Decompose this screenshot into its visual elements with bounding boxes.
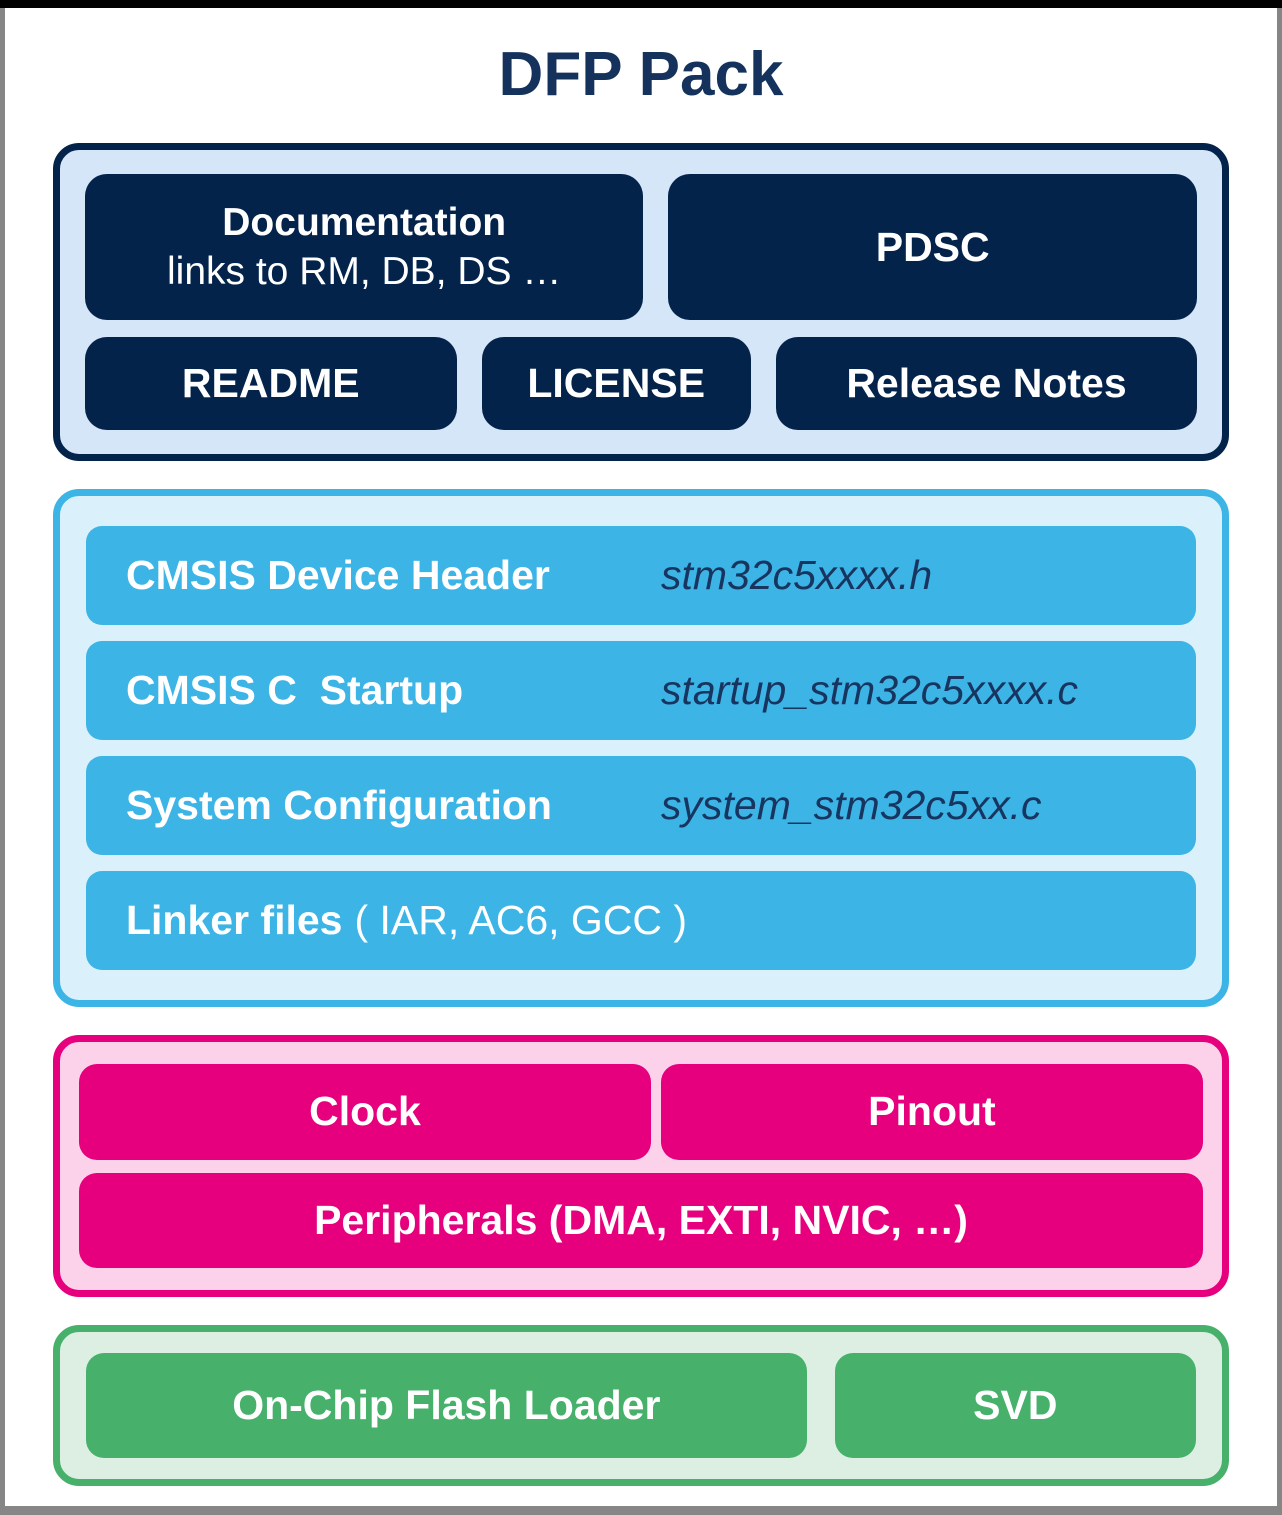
release-notes-label: Release Notes [846, 360, 1127, 406]
top-black-bar [0, 0, 1282, 8]
peripherals-label: Peripherals (DMA, EXTI, NVIC, …) [314, 1196, 968, 1243]
section-cmsis: CMSIS Device Header stm32c5xxxx.h CMSIS … [53, 489, 1229, 1007]
cmsis-row-label: CMSIS Device Header [126, 552, 550, 598]
cmsis-row-filename: system_stm32c5xx.c [661, 782, 1042, 828]
svd-label: SVD [973, 1382, 1058, 1428]
box-peripherals: Peripherals (DMA, EXTI, NVIC, …) [79, 1172, 1203, 1268]
documentation-sublabel: links to RM, DB, DS … [166, 250, 562, 293]
documentation-label: Documentation [222, 201, 507, 244]
box-pdsc: PDSC [668, 174, 1197, 320]
box-readme: README [85, 337, 457, 430]
tools-row: On-Chip Flash Loader SVD [86, 1353, 1196, 1458]
cmsis-row-label: Linker files [126, 897, 343, 943]
cmsis-row-filename: stm32c5xxxx.h [661, 552, 933, 598]
box-pinout: Pinout [660, 1064, 1203, 1160]
diagram-content: DFP Pack Documentation links to RM, DB, … [53, 0, 1229, 1486]
cmsis-row-label: CMSIS C Startup [126, 667, 464, 713]
cmsis-row-toolchains: ( IAR, AC6, GCC ) [354, 897, 688, 943]
box-documentation: Documentation links to RM, DB, DS … [85, 174, 644, 320]
section-documentation: Documentation links to RM, DB, DS … PDSC… [53, 143, 1229, 461]
license-label: LICENSE [527, 360, 706, 406]
pdsc-label: PDSC [875, 223, 990, 270]
cmsis-row-device-header: CMSIS Device Header stm32c5xxxx.h [86, 526, 1196, 625]
clock-label: Clock [309, 1088, 421, 1135]
box-license: LICENSE [481, 337, 751, 430]
cmsis-row-system-config: System Configuration system_stm32c5xx.c [86, 756, 1196, 855]
section-config: Clock Pinout Peripherals (DMA, EXTI, NVI… [53, 1035, 1229, 1297]
box-flash-loader: On-Chip Flash Loader [86, 1353, 807, 1458]
box-svd: SVD [834, 1353, 1196, 1458]
pinout-label: Pinout [868, 1088, 996, 1135]
cmsis-row-label: System Configuration [126, 782, 552, 828]
config-row-2: Peripherals (DMA, EXTI, NVIC, …) [79, 1172, 1203, 1268]
flash-loader-label: On-Chip Flash Loader [232, 1382, 661, 1428]
page-title: DFP Pack [498, 40, 784, 109]
config-row-1: Clock Pinout [79, 1064, 1203, 1160]
box-clock: Clock [79, 1064, 651, 1160]
readme-label: README [181, 360, 360, 406]
documentation-row-1: Documentation links to RM, DB, DS … PDSC [85, 174, 1197, 320]
box-release-notes: Release Notes [775, 337, 1197, 430]
cmsis-row-filename: startup_stm32c5xxxx.c [661, 667, 1078, 713]
section-tools: On-Chip Flash Loader SVD [53, 1325, 1229, 1486]
documentation-row-2: README LICENSE Release Notes [85, 337, 1197, 430]
cmsis-row-linker-files: Linker files ( IAR, AC6, GCC ) [86, 871, 1196, 970]
cmsis-row-startup: CMSIS C Startup startup_stm32c5xxxx.c [86, 641, 1196, 740]
